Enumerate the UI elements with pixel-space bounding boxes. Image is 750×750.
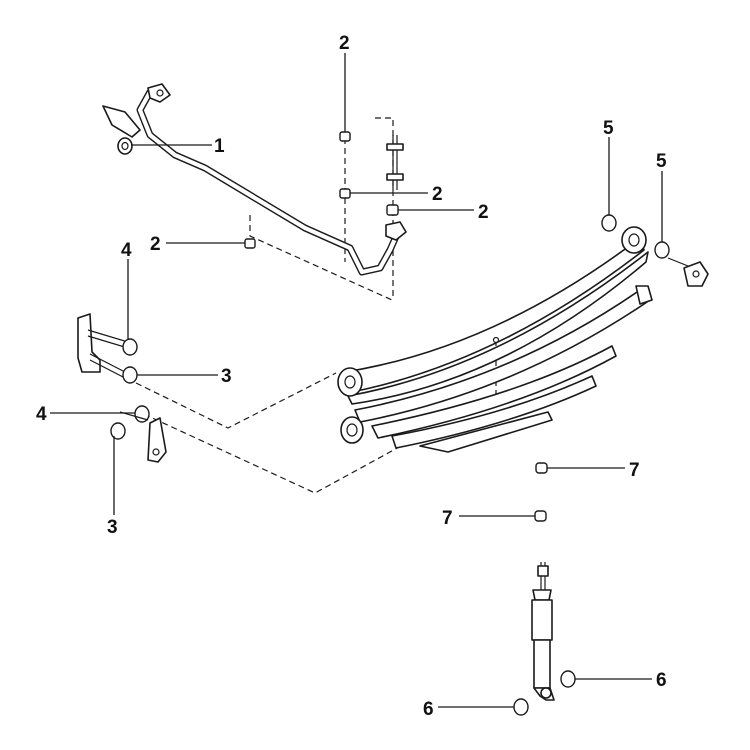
callout-7-upper: 7	[629, 460, 640, 481]
rear-shackle	[601, 214, 709, 287]
spring-hanger-bracket	[77, 313, 129, 379]
bushing-3-upper	[122, 366, 138, 384]
callout-5-right: 5	[656, 151, 667, 172]
nut-7-upper	[535, 462, 548, 474]
callout-labels: 1 2 2 2 2 4 3 4 3 5 5 7 7 6 6	[36, 33, 667, 720]
bushing-5-left	[601, 214, 617, 232]
nut-2-left	[244, 238, 256, 249]
callout-3-bottom: 3	[107, 517, 118, 538]
callout-2-right: 2	[478, 202, 489, 223]
bushing-5-right	[654, 241, 670, 259]
leaf-spring	[337, 226, 653, 453]
callout-2-top: 2	[339, 33, 350, 54]
leader-lines	[50, 53, 663, 708]
nuts-part-2	[244, 131, 399, 249]
callout-5-left: 5	[603, 118, 614, 139]
stabilizer-bar	[102, 83, 402, 276]
callout-2-middle: 2	[432, 184, 443, 205]
nut-2-right	[386, 204, 399, 216]
callout-3-right: 3	[221, 366, 232, 387]
callout-6-left: 6	[423, 699, 434, 720]
bushing-4-lower	[134, 405, 150, 423]
bushing-6-left	[513, 698, 529, 716]
callout-4-left: 4	[36, 404, 47, 425]
nut-2-upper	[339, 131, 351, 142]
callout-4-upper: 4	[121, 240, 132, 261]
shock-absorber	[531, 562, 555, 701]
nut-7-lower	[534, 510, 547, 522]
bushing-6-right	[560, 670, 576, 688]
nut-2-middle	[339, 188, 351, 199]
bushings	[110, 338, 150, 440]
stabilizer-link	[385, 135, 407, 241]
callout-1: 1	[214, 136, 225, 157]
callout-2-left: 2	[150, 234, 161, 255]
assembly-guide-lines	[134, 117, 497, 494]
callout-7-lower: 7	[442, 508, 453, 529]
bushing-3-lower	[110, 422, 126, 440]
callout-6-right: 6	[656, 670, 667, 691]
nuts-part-7	[534, 462, 548, 522]
bushing-4-upper	[122, 338, 138, 356]
